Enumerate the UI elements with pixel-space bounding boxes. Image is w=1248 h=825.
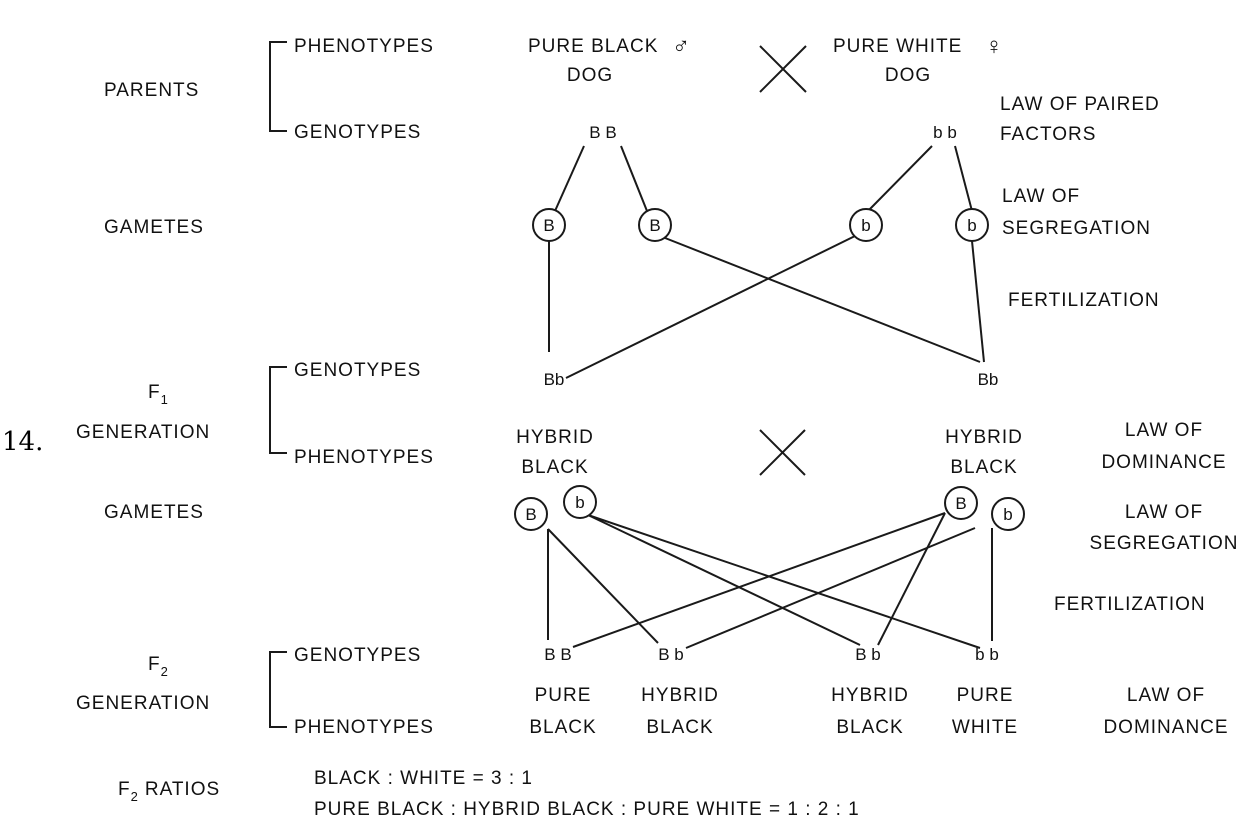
f2-fertilization-line xyxy=(547,528,659,644)
fertilization-1-label: FERTILIZATION xyxy=(1008,290,1160,311)
law-dominance-2-line1: LAW OF xyxy=(1127,685,1205,706)
fertilization-line xyxy=(659,235,981,363)
parents-cross-icon xyxy=(759,45,807,93)
f2-genotypes-label: GENOTYPES xyxy=(294,645,421,666)
f2-genotype: B B xyxy=(544,645,571,664)
f2-label: F2 xyxy=(148,654,169,679)
svg-text:B: B xyxy=(649,216,660,235)
gamete-f1-4: b xyxy=(991,497,1025,531)
gametes-label-1: GAMETES xyxy=(104,217,204,238)
male-genotype: B B xyxy=(589,123,616,142)
f2-fertilization-line xyxy=(587,514,861,646)
f2-fertilization-line xyxy=(685,527,976,649)
parents-bracket xyxy=(269,41,287,132)
f2-phenotypes-label: PHENOTYPES xyxy=(294,717,434,738)
male-symbol-icon: ♂ xyxy=(672,33,691,60)
f2-genotype: B b xyxy=(658,645,684,664)
law-paired-line2: FACTORS xyxy=(1000,124,1096,145)
f1-genotypes-label: GENOTYPES xyxy=(294,360,421,381)
f2-phenotype-line1: PURE xyxy=(957,685,1014,706)
f1-genotype-left: Bb xyxy=(544,370,565,389)
f1-phenotypes-label: PHENOTYPES xyxy=(294,447,434,468)
law-segregation-1-line1: LAW OF xyxy=(1002,186,1080,207)
f1-genotype-right: Bb xyxy=(978,370,999,389)
law-dominance-2-line2: DOMINANCE xyxy=(1103,717,1228,738)
parents-label: PARENTS xyxy=(104,80,199,101)
f1-phenotype-left-line2: BLACK xyxy=(521,457,588,478)
law-segregation-2-line2: SEGREGATION xyxy=(1090,533,1239,554)
svg-text:B: B xyxy=(525,505,536,524)
f2-fertilization-line xyxy=(877,512,946,646)
law-segregation-1-line2: SEGREGATION xyxy=(1002,218,1151,239)
f1-phenotype-right-line2: BLACK xyxy=(950,457,1017,478)
f2-phenotype-line1: PURE xyxy=(535,685,592,706)
law-dominance-1-line2: DOMINANCE xyxy=(1101,452,1226,473)
fertilization-2-label: FERTILIZATION xyxy=(1054,594,1206,615)
f2-genotype: b b xyxy=(975,645,999,664)
f2-phenotype-line2: BLACK xyxy=(836,717,903,738)
gamete-p-1: B xyxy=(532,208,566,242)
f2-phenotype-line2: WHITE xyxy=(952,717,1018,738)
female-symbol-icon: ♀ xyxy=(985,33,1004,60)
law-paired-line1: LAW OF PAIRED xyxy=(1000,94,1160,115)
f1-bracket xyxy=(269,366,287,454)
parent-gamete-line xyxy=(867,145,933,212)
ratio-line-2: PURE BLACK : HYBRID BLACK : PURE WHITE =… xyxy=(314,799,860,820)
f2-phenotype-line2: BLACK xyxy=(529,717,596,738)
svg-text:b: b xyxy=(967,216,976,235)
f1-label: F1 xyxy=(148,382,169,407)
f1-phenotype-left-line1: HYBRID xyxy=(516,427,594,448)
fertilization-line xyxy=(971,240,985,363)
ratio-line-1: BLACK : WHITE = 3 : 1 xyxy=(314,768,533,789)
gamete-p-4: b xyxy=(955,208,989,242)
f1-generation-label: GENERATION xyxy=(76,422,210,443)
f2-phenotype-line1: HYBRID xyxy=(831,685,909,706)
parent-gamete-line xyxy=(954,145,973,212)
f2-phenotype-line2: BLACK xyxy=(646,717,713,738)
parent-gamete-line xyxy=(554,145,585,212)
parents-genotypes-label: GENOTYPES xyxy=(294,122,421,143)
female-parent-line2: DOG xyxy=(885,65,931,86)
gamete-f1-2: b xyxy=(563,485,597,519)
female-parent-line1: PURE WHITE xyxy=(833,36,962,57)
question-number: 14. xyxy=(2,427,43,457)
f2-fertilization-line xyxy=(572,512,946,648)
male-parent-line2: DOG xyxy=(567,65,613,86)
gamete-f1-1: B xyxy=(514,497,548,531)
f2-phenotype-line1: HYBRID xyxy=(641,685,719,706)
f2-bracket xyxy=(269,651,287,728)
gamete-p-3: b xyxy=(849,208,883,242)
f2-genotype: B b xyxy=(855,645,881,664)
female-genotype: b b xyxy=(933,123,957,142)
f1-cross-icon xyxy=(759,429,806,476)
svg-text:b: b xyxy=(1003,505,1012,524)
svg-text:B: B xyxy=(955,494,966,513)
gametes-label-2: GAMETES xyxy=(104,502,204,523)
parent-gamete-line xyxy=(620,145,648,212)
gamete-p-2: B xyxy=(638,208,672,242)
gamete-f1-3: B xyxy=(944,486,978,520)
f2-generation-label: GENERATION xyxy=(76,693,210,714)
male-parent-line1: PURE BLACK xyxy=(528,36,658,57)
parents-phenotypes-label: PHENOTYPES xyxy=(294,36,434,57)
svg-text:b: b xyxy=(575,493,584,512)
f2-fertilization-line xyxy=(587,514,981,649)
f1-phenotype-right-line1: HYBRID xyxy=(945,427,1023,448)
fertilization-line xyxy=(565,235,856,379)
law-dominance-1-line1: LAW OF xyxy=(1125,420,1203,441)
svg-text:B: B xyxy=(543,216,554,235)
svg-text:b: b xyxy=(861,216,870,235)
law-segregation-2-line1: LAW OF xyxy=(1125,502,1203,523)
